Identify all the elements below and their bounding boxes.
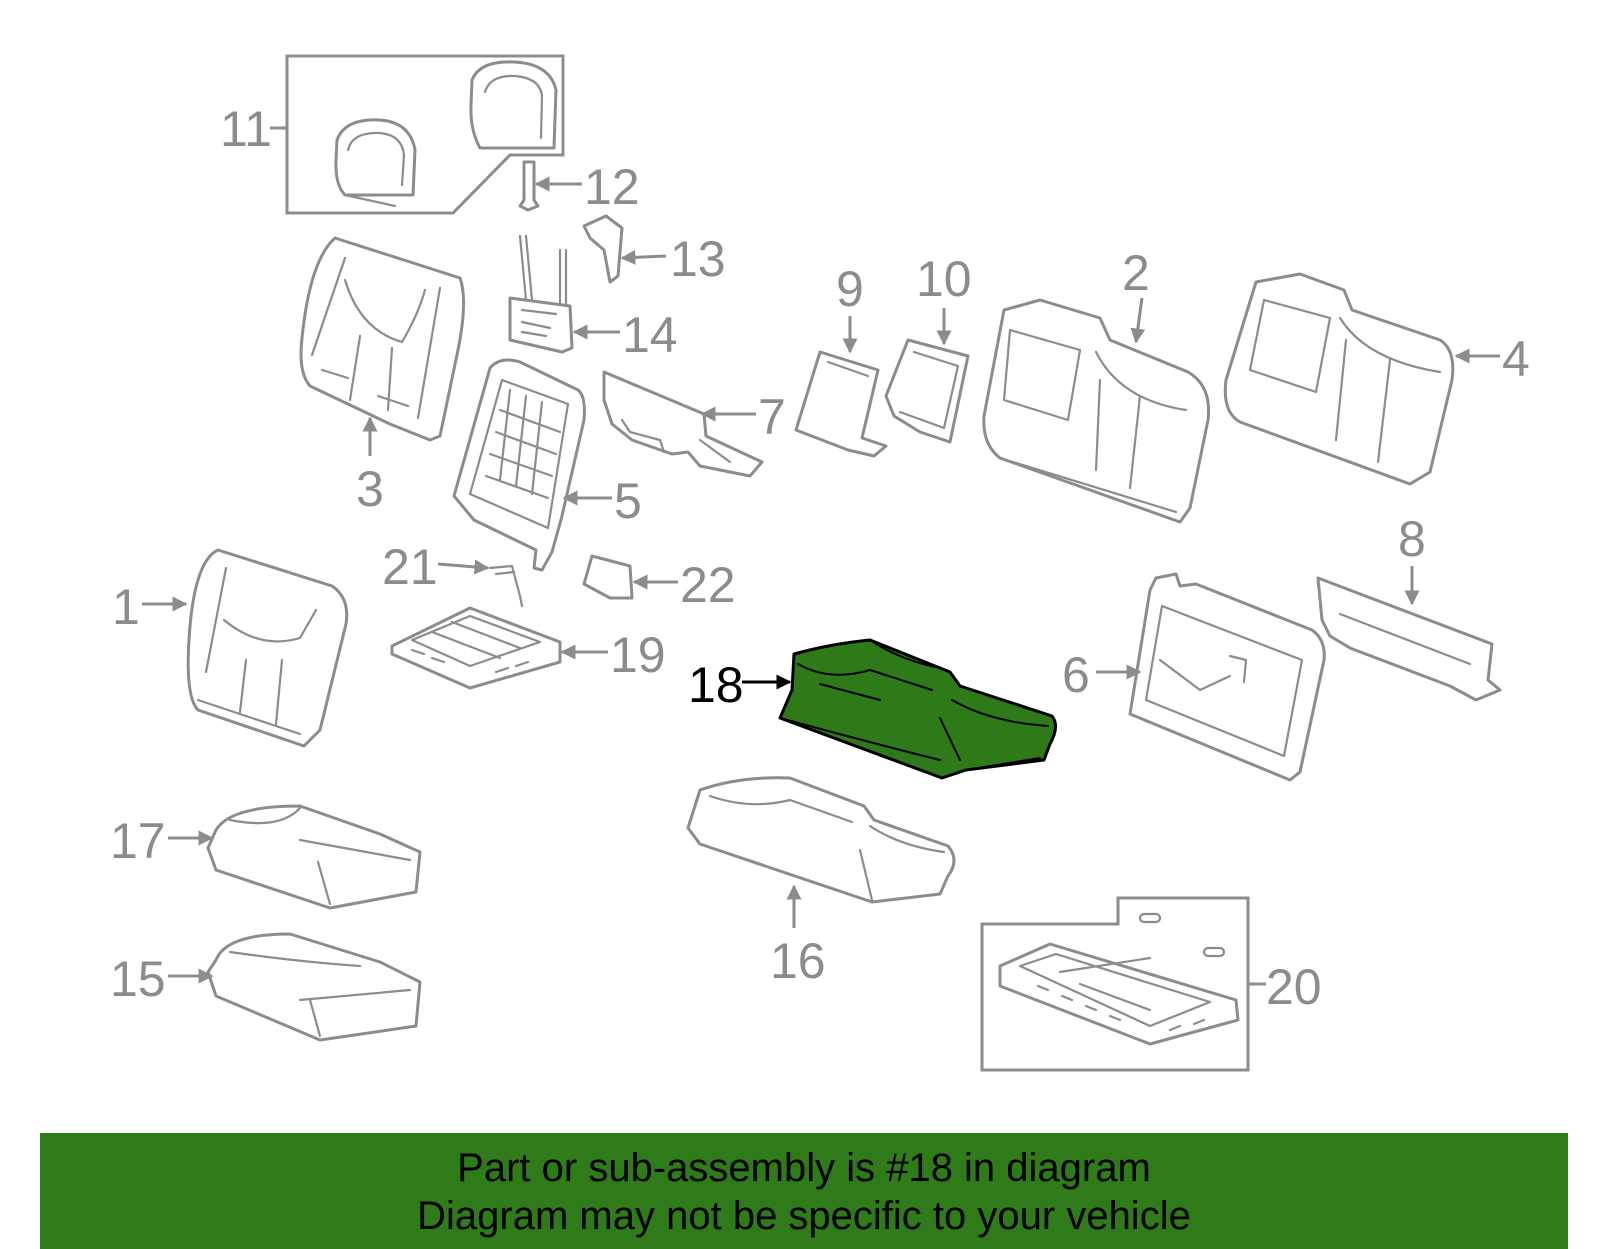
part-12-guide bbox=[518, 160, 540, 212]
part-2-rear-back-cover bbox=[982, 298, 1211, 524]
callout-15: 15 bbox=[110, 951, 166, 1007]
callouts: 11 12 13 14 3 5 7 9 10 2 4 8 6 1 21 22 1 bbox=[110, 101, 1530, 1015]
part-18-cushion-cover bbox=[778, 638, 1057, 780]
part-16-cushion bbox=[686, 776, 956, 904]
callout-1: 1 bbox=[112, 579, 140, 635]
part-6-back-panel bbox=[1128, 572, 1326, 782]
part-14-frame bbox=[508, 234, 574, 354]
callout-20: 20 bbox=[1266, 959, 1322, 1015]
callout-12: 12 bbox=[584, 159, 640, 215]
part-20-frame bbox=[980, 896, 1250, 1072]
part-21-wire bbox=[488, 564, 524, 608]
callout-8: 8 bbox=[1398, 511, 1426, 567]
part-11-headrests bbox=[285, 54, 565, 215]
part-22-clip bbox=[582, 554, 634, 600]
callout-16: 16 bbox=[770, 933, 826, 989]
callout-3: 3 bbox=[356, 461, 384, 517]
callout-13: 13 bbox=[670, 231, 726, 287]
callout-22: 22 bbox=[680, 557, 736, 613]
part-13-bracket bbox=[582, 214, 624, 284]
part-3-seatback-cover bbox=[299, 236, 466, 442]
callout-11: 11 bbox=[220, 101, 272, 157]
callout-17: 17 bbox=[110, 813, 166, 869]
callout-6: 6 bbox=[1062, 647, 1090, 703]
callout-14: 14 bbox=[622, 307, 678, 363]
callout-5: 5 bbox=[614, 473, 642, 529]
banner-line-2: Diagram may not be specific to your vehi… bbox=[417, 1194, 1191, 1238]
callout-7: 7 bbox=[758, 389, 786, 445]
part-5-frame bbox=[452, 358, 586, 572]
callout-19: 19 bbox=[610, 627, 666, 683]
part-17-cushion bbox=[206, 804, 422, 910]
part-8-bracket bbox=[1316, 576, 1502, 702]
part-9-panel bbox=[794, 350, 888, 458]
callout-21: 21 bbox=[382, 539, 438, 595]
callout-9: 9 bbox=[836, 261, 864, 317]
part-10-panel bbox=[884, 338, 970, 444]
callout-4: 4 bbox=[1502, 331, 1530, 387]
part-4-rear-back-cover bbox=[1223, 272, 1455, 486]
callout-18: 18 bbox=[688, 657, 744, 713]
part-7-trim bbox=[602, 370, 764, 478]
callout-2: 2 bbox=[1122, 245, 1150, 301]
part-19-seat-frame bbox=[390, 606, 562, 690]
part-15-cushion bbox=[206, 932, 422, 1042]
info-banner: Part or sub-assembly is #18 in diagram D… bbox=[40, 1133, 1568, 1249]
part-1-seatback-cover bbox=[186, 548, 349, 748]
banner-line-1: Part or sub-assembly is #18 in diagram bbox=[457, 1146, 1151, 1190]
callout-10: 10 bbox=[916, 251, 972, 307]
